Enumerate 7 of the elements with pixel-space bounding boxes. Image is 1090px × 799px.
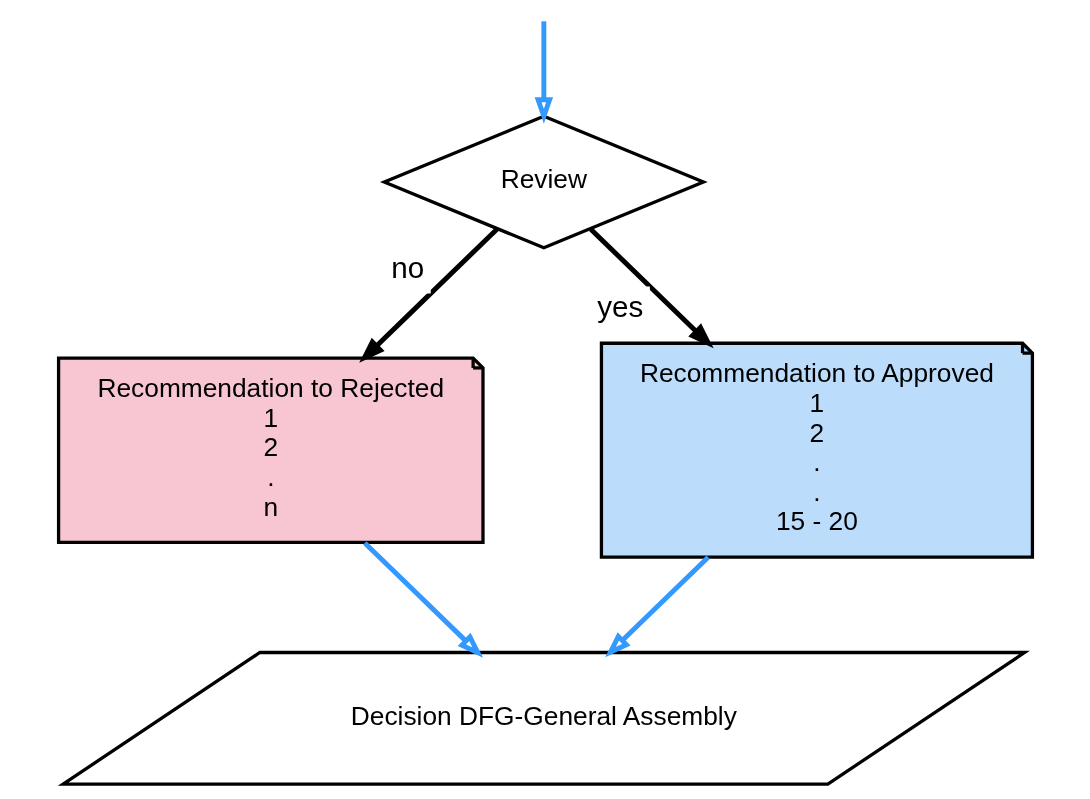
edge-label: yes (596, 289, 643, 323)
arrow (604, 555, 710, 658)
arrow (362, 541, 483, 658)
edge-label: no (390, 250, 424, 284)
arrow (534, 21, 553, 124)
node-diamond: Review (379, 114, 708, 250)
arrow (358, 227, 499, 363)
